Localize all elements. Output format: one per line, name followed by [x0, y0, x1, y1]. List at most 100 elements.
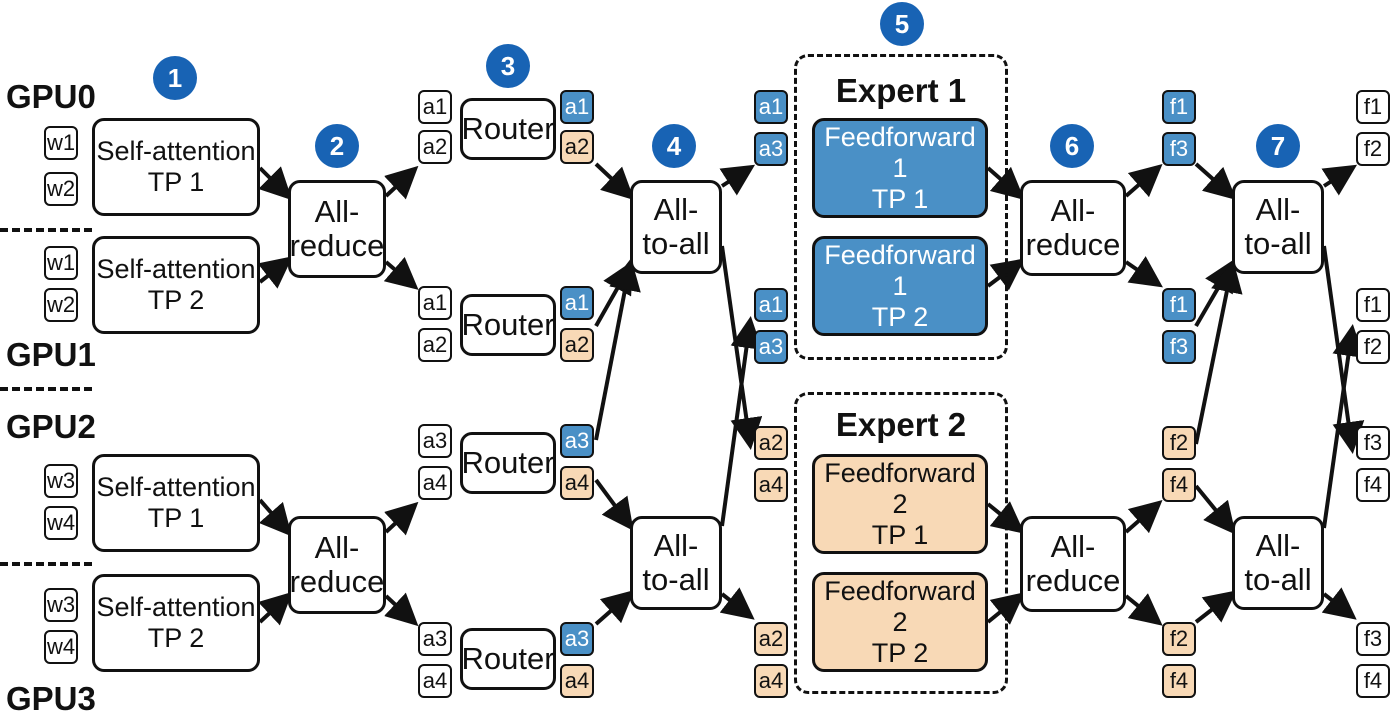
expert-output-token: f1	[1162, 288, 1196, 322]
gpu-label-0: GPU0	[6, 78, 96, 115]
connector-arrow	[719, 164, 756, 196]
weight-token: w2	[44, 288, 78, 322]
expert-output-token: f4	[1162, 468, 1196, 502]
connector-arrow	[986, 501, 1025, 534]
connector-arrow	[258, 166, 293, 201]
expert-output-token: f3	[1162, 132, 1196, 166]
connector-arrow	[1322, 324, 1365, 529]
routed-token: a1	[560, 90, 594, 124]
routed-token: a4	[560, 466, 594, 500]
op-label: All-	[653, 192, 699, 227]
activation-token: a4	[418, 466, 452, 500]
final-output-token: f4	[1356, 664, 1390, 698]
tp-label: TP 1	[871, 183, 929, 214]
op-label: All-	[1050, 193, 1096, 228]
connector-arrow	[258, 498, 292, 537]
weight-token: w4	[44, 506, 78, 540]
connector-arrow	[720, 316, 763, 527]
connector-arrow	[258, 591, 293, 626]
op-label: All-	[653, 528, 699, 563]
tp-label: TP 1	[147, 167, 205, 197]
expert-output-token: f1	[1162, 90, 1196, 124]
connector-arrow	[719, 587, 755, 620]
final-output-token: f2	[1356, 132, 1390, 166]
routed-token: a4	[560, 664, 594, 698]
dispatched-token: a2	[754, 622, 788, 656]
gpu-label-2: GPU2	[6, 408, 96, 445]
all-reduce-node: All- reduce	[1020, 180, 1126, 276]
gpu-separator	[0, 228, 92, 232]
router-box: Router	[460, 294, 556, 356]
op-label: reduce	[289, 564, 385, 599]
step-badge-7: 7	[1256, 124, 1300, 168]
all-to-all-node: All- to-all	[1232, 516, 1324, 610]
dispatched-token: a4	[754, 664, 788, 698]
tp-label: TP 1	[871, 519, 929, 550]
connector-arrow	[1321, 164, 1358, 196]
tp-label: TP 2	[147, 623, 205, 653]
op-label: All-	[1255, 192, 1301, 227]
op-label: reduce	[1025, 227, 1121, 262]
expert-output-token: f2	[1162, 622, 1196, 656]
connector-arrow	[1124, 500, 1163, 534]
self-attention-box: Self-attention TP 1	[92, 454, 260, 552]
connector-arrow	[1194, 484, 1236, 535]
weight-token: w3	[44, 588, 78, 622]
step-badge-2: 2	[315, 124, 359, 168]
weight-token: w1	[44, 126, 78, 160]
final-output-token: f3	[1356, 622, 1390, 656]
tp-label: TP 2	[147, 285, 205, 315]
expert-2-group	[794, 392, 1008, 694]
feedforward-label: Feedforward 1	[824, 121, 976, 183]
op-label: reduce	[1025, 563, 1121, 598]
connector-arrow	[986, 258, 1025, 291]
op-label: to-all	[1244, 562, 1312, 597]
all-to-all-node: All- to-all	[630, 516, 722, 610]
op-label: to-all	[642, 562, 710, 597]
feedforward-label: Feedforward 1	[824, 239, 976, 301]
feedforward-label: Feedforward 2	[824, 575, 976, 637]
gpu-separator	[0, 387, 92, 391]
tp-label: TP 1	[147, 503, 205, 533]
op-label: All-	[314, 194, 360, 229]
op-label: to-all	[1244, 226, 1312, 261]
all-to-all-node: All- to-all	[630, 180, 722, 274]
op-label: All-	[1050, 529, 1096, 564]
routed-token: a3	[560, 424, 594, 458]
dispatched-token: a2	[754, 426, 788, 460]
routed-token: a2	[560, 130, 594, 164]
expert-title: Expert 2	[835, 406, 967, 443]
activation-token: a2	[418, 328, 452, 362]
final-output-token: f1	[1356, 288, 1390, 322]
all-reduce-node: All- reduce	[1020, 516, 1126, 612]
activation-token: a1	[418, 90, 452, 124]
dispatched-token: a1	[754, 288, 788, 322]
tp-label: TP 2	[871, 301, 929, 332]
connector-arrow	[1194, 162, 1237, 200]
expert-output-token: f3	[1162, 330, 1196, 364]
step-badge-1: 1	[153, 56, 197, 100]
expert-title: Expert 1	[835, 72, 967, 109]
self-attention-label: Self-attention	[96, 592, 256, 622]
activation-token: a1	[418, 286, 452, 320]
gpu-separator	[0, 562, 92, 566]
self-attention-label: Self-attention	[96, 254, 256, 284]
activation-token: a2	[418, 130, 452, 164]
routed-token: a2	[560, 328, 594, 362]
expert-1-group	[794, 54, 1008, 360]
step-badge-4: 4	[652, 124, 696, 168]
op-label: reduce	[289, 228, 385, 263]
connector-arrow	[1124, 164, 1163, 198]
connector-arrow	[986, 592, 1025, 625]
connector-arrow	[1124, 256, 1163, 288]
routed-token: a3	[560, 622, 594, 656]
all-reduce-node: All- reduce	[288, 180, 386, 278]
weight-token: w4	[44, 630, 78, 664]
connector-arrow	[384, 592, 419, 627]
connector-arrow	[986, 166, 1025, 200]
step-badge-6: 6	[1050, 124, 1094, 168]
connector-arrow	[1194, 590, 1237, 624]
activation-token: a4	[418, 664, 452, 698]
feedforward-box: Feedforward 1 TP 1	[812, 118, 988, 218]
